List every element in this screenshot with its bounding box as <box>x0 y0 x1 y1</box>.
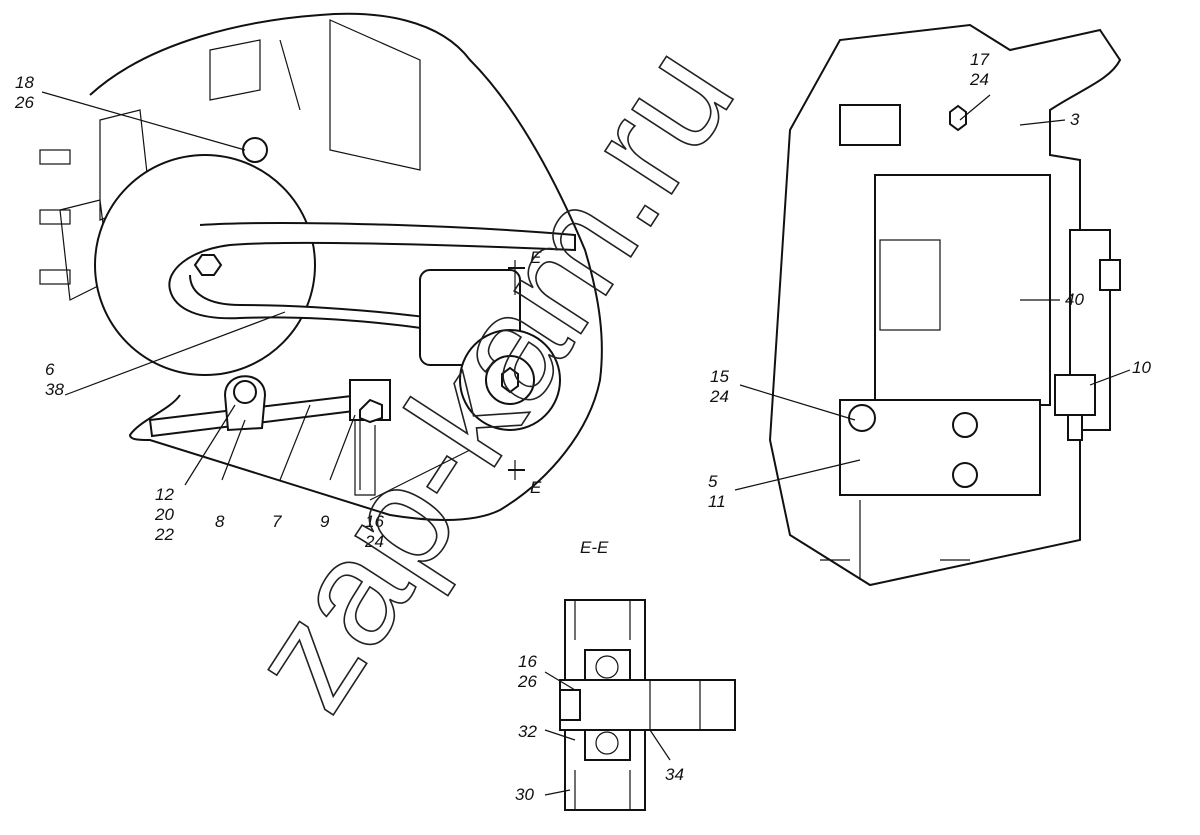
callout-24: 24 <box>364 532 384 551</box>
callout-22: 22 <box>154 525 174 544</box>
callout-10: 10 <box>1132 358 1151 377</box>
callout-18: 18 <box>15 73 34 92</box>
callout-9: 9 <box>320 512 330 531</box>
callout-26-section: 26 <box>517 672 537 691</box>
callout-17: 17 <box>970 50 989 69</box>
callout-34: 34 <box>665 765 684 784</box>
svg-text:638: 638 <box>45 360 64 399</box>
callout-5: 5 <box>708 472 718 491</box>
section-mark-e-top: E <box>530 248 542 267</box>
left-engine-view <box>39 12 603 521</box>
drive-belt <box>168 222 576 347</box>
callout-15: 15 <box>710 367 729 386</box>
leader-lines <box>41 91 1131 796</box>
callout-20: 20 <box>154 505 174 524</box>
svg-text:511: 511 <box>708 472 726 511</box>
callout-30: 30 <box>515 785 534 804</box>
section-title: E-E <box>580 538 609 557</box>
callout-6: 6 <box>45 360 55 379</box>
callout-40: 40 <box>1065 290 1084 309</box>
callout-8: 8 <box>215 512 225 531</box>
watermark: zap-kam.ru <box>216 17 766 738</box>
callout-26: 26 <box>14 93 34 112</box>
callout-24-b: 24 <box>709 387 729 406</box>
callout-7: 7 <box>272 512 282 531</box>
callout-38: 38 <box>45 380 64 399</box>
pulley-nut <box>193 254 223 276</box>
callout-16-section: 16 <box>518 652 537 671</box>
callout-24-right: 24 <box>969 70 989 89</box>
roller-axle <box>559 679 736 731</box>
section-e-e <box>559 599 736 811</box>
callout-16: 16 <box>365 512 384 531</box>
callout-11: 11 <box>708 492 726 511</box>
callout-3: 3 <box>1070 110 1080 129</box>
right-engine-view <box>768 23 1122 587</box>
callout-32: 32 <box>518 722 537 741</box>
section-mark-e-bottom: E <box>530 478 542 497</box>
alternator-body <box>874 174 1051 406</box>
callout-12: 12 <box>155 485 174 504</box>
